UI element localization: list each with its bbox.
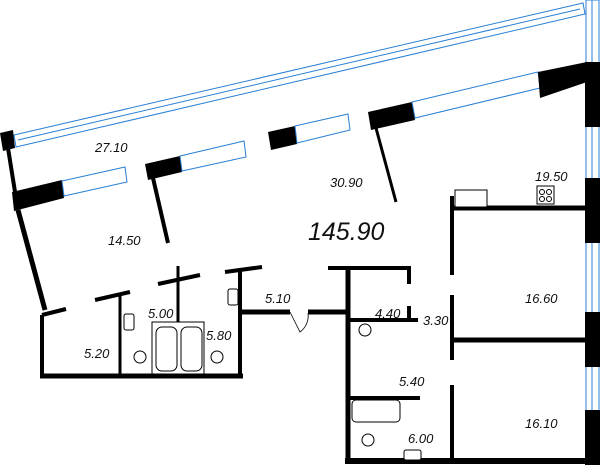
interior-walls <box>40 196 590 464</box>
bathtub-icon <box>180 326 203 372</box>
toilet-icon <box>133 350 147 364</box>
area-label: 5.00 <box>148 306 174 321</box>
bathtub-icon <box>155 326 178 372</box>
area-label: 3.30 <box>423 313 449 328</box>
area-label: 5.40 <box>399 374 425 389</box>
toilet-icon <box>358 323 372 337</box>
area-label: 14.50 <box>108 233 141 248</box>
area-label: 16.60 <box>525 291 558 306</box>
area-label: 4.40 <box>375 306 401 321</box>
balcony-glazing <box>13 0 600 465</box>
kitchen-counter <box>454 189 488 208</box>
exterior-walls <box>0 62 600 465</box>
bathtub-icon <box>351 399 401 423</box>
area-labels: 145.90 27.10 30.90 19.50 14.50 16.60 4.4… <box>84 140 568 446</box>
area-label: 30.90 <box>330 175 363 190</box>
area-label: 16.10 <box>525 416 558 431</box>
area-label: 5.10 <box>265 291 291 306</box>
toilet-icon <box>210 350 224 364</box>
sink-icon <box>123 313 135 331</box>
area-label: 5.20 <box>84 346 110 361</box>
area-label: 27.10 <box>94 140 128 155</box>
area-label: 19.50 <box>535 169 568 184</box>
total-area: 145.90 <box>308 218 385 246</box>
area-label: 5.80 <box>206 328 232 343</box>
area-label: 6.00 <box>408 431 434 446</box>
sink-icon <box>403 449 422 461</box>
fixtures <box>123 185 555 461</box>
door-swing <box>289 311 309 333</box>
toilet-icon <box>361 433 375 447</box>
stove-icon <box>536 185 555 205</box>
sink-icon <box>227 288 239 306</box>
